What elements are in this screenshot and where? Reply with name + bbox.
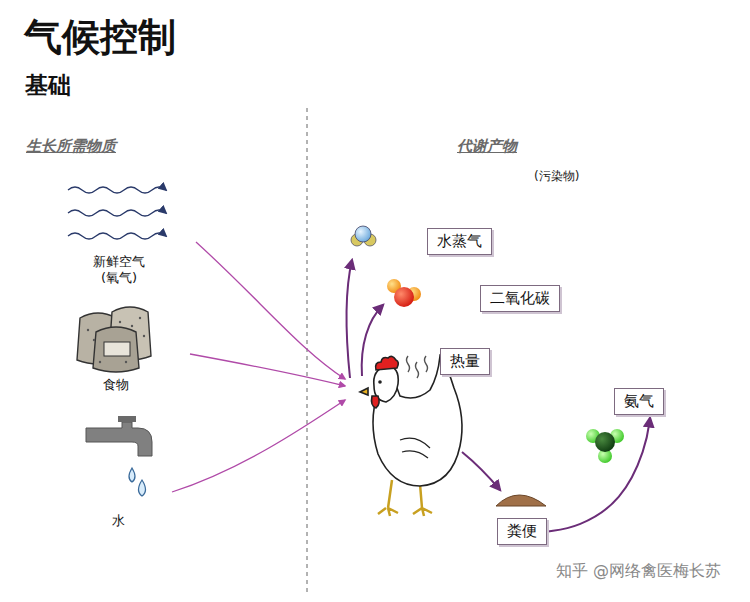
item-label: 食物 (103, 376, 129, 394)
title: 气候控制 (24, 12, 176, 63)
input-arrows (172, 242, 345, 492)
label-box: 二氧化碳 (480, 285, 560, 312)
ammonia-icon (586, 429, 624, 463)
feed-bags (77, 307, 151, 372)
label-box: 热量 (440, 348, 490, 375)
water-vapour-icon (351, 226, 376, 246)
note: (污染物) (534, 168, 579, 185)
label-box: 水蒸气 (427, 228, 492, 255)
label-box: 粪便 (497, 518, 547, 545)
section-heading: 代谢产物 (457, 137, 517, 156)
item-label: 新鲜空气 (氧气) (88, 254, 150, 287)
water-tap (86, 416, 152, 496)
subtitle: 基础 (25, 70, 71, 101)
air-waves (68, 187, 166, 239)
output-arrows (346, 260, 500, 490)
item-label: 水 (112, 512, 125, 530)
chicken (360, 356, 462, 516)
manure-pile (496, 495, 546, 506)
box-text: 二氧化碳 (490, 289, 550, 308)
box-text: 粪便 (507, 522, 537, 541)
box-text: 热量 (450, 352, 480, 371)
label-box: 氨气 (614, 388, 664, 415)
watermark: 知乎 @网络禽医梅长苏 (556, 561, 721, 582)
box-text: 氨气 (624, 392, 654, 411)
box-text: 水蒸气 (437, 232, 482, 251)
heat-wiggles (407, 356, 428, 378)
section-heading: 生长所需物质 (26, 137, 116, 156)
flow-arrow (548, 418, 650, 532)
co2-icon (387, 279, 421, 307)
